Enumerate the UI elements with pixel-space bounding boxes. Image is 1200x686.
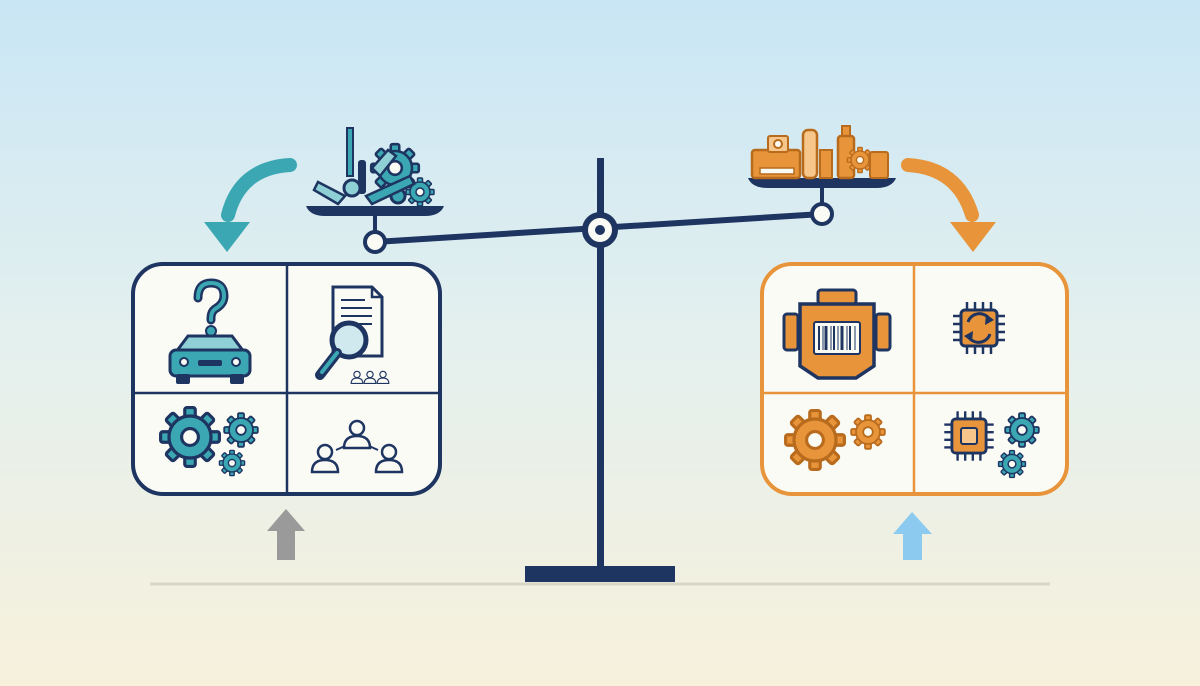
- balance-scale: [363, 158, 834, 582]
- tool-pile-icon: [312, 127, 435, 207]
- up-arrow-gray-icon: [267, 509, 305, 560]
- small-users-icon: [350, 370, 390, 384]
- gear-icon: [1004, 412, 1040, 448]
- gear-icon: [159, 406, 221, 468]
- scale-base: [525, 566, 675, 582]
- left-panel: [131, 262, 442, 496]
- up-arrow-blue-icon: [893, 512, 932, 560]
- barcode-icon: [813, 321, 861, 355]
- wrench-icon: [312, 180, 347, 206]
- gear-icon: [223, 412, 259, 448]
- sync-icon: [964, 312, 994, 344]
- magnifier-icon: [315, 320, 369, 380]
- scale-post: [597, 158, 604, 568]
- chip-sync-cell: [951, 300, 1007, 356]
- car-question-cell: [168, 278, 252, 384]
- gear-icon: [997, 449, 1027, 479]
- car-icon: [168, 334, 252, 384]
- piston-icon: [801, 128, 833, 180]
- curved-arrow-left-icon: [204, 158, 297, 252]
- gear-icon: [850, 414, 886, 450]
- chip-gears-cell: [942, 409, 1040, 479]
- gear-icon: [784, 409, 846, 471]
- left-pan: [306, 127, 444, 216]
- question-mark-icon: [193, 278, 229, 337]
- right-panel: [760, 262, 1069, 496]
- engine-cell: [782, 288, 892, 380]
- gear-icon: [846, 146, 874, 174]
- team-cell: [310, 419, 404, 474]
- gear-icon: [218, 449, 246, 477]
- chain-icon: [342, 178, 362, 198]
- document-search-cell: [315, 285, 390, 384]
- engine-block-icon: [750, 135, 802, 180]
- left-hinge: [363, 230, 387, 254]
- right-pan: [748, 125, 896, 188]
- right-hinge: [810, 202, 834, 226]
- curved-arrow-right-icon: [901, 158, 996, 252]
